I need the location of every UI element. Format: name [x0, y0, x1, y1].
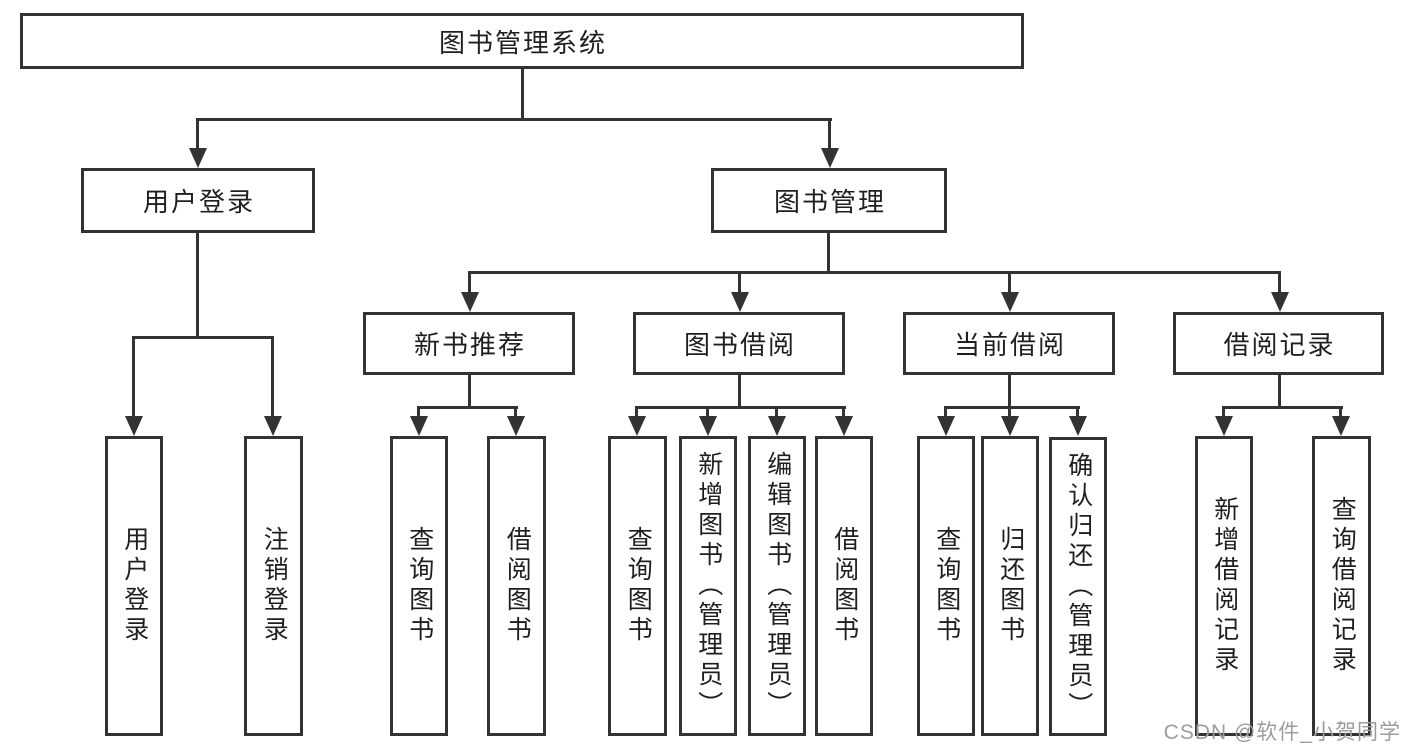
- arrow-down-icon: [1271, 292, 1289, 312]
- arrow-down-icon: [507, 416, 525, 436]
- connector-line: [197, 118, 832, 121]
- node-book-management-system: 图书管理系统: [20, 13, 1024, 69]
- connector-line: [828, 118, 831, 148]
- arrow-down-icon: [461, 292, 479, 312]
- connector-line: [775, 406, 778, 416]
- connector-line: [827, 233, 830, 271]
- node-label: 查询借阅记录: [1328, 496, 1357, 676]
- node-label: 借阅图书: [830, 526, 859, 646]
- arrow-down-icon: [628, 416, 646, 436]
- leaf-records-add-record: 新增借阅记录: [1195, 436, 1253, 736]
- arrow-down-icon: [821, 148, 839, 168]
- arrow-down-icon: [410, 416, 428, 436]
- node-label: 借阅记录: [1223, 330, 1336, 360]
- connector-line: [1222, 406, 1225, 416]
- leaf-borrow-add-books-admin: 新增图书（管理员）: [679, 436, 737, 736]
- node-label: 新增借阅记录: [1210, 496, 1239, 676]
- arrow-down-icon: [125, 416, 143, 436]
- arrow-down-icon: [1001, 416, 1019, 436]
- node-label: 查询图书: [405, 526, 434, 646]
- connector-line: [468, 375, 471, 406]
- connector-line: [706, 406, 709, 416]
- node-label: 新书推荐: [413, 330, 526, 360]
- connector-line: [738, 375, 741, 406]
- node-user-login: 用户登录: [81, 168, 315, 233]
- arrow-down-icon: [1215, 416, 1233, 436]
- connector-line: [196, 233, 199, 336]
- leaf-records-query-record: 查询借阅记录: [1312, 436, 1371, 736]
- arrow-down-icon: [731, 292, 749, 312]
- connector-line: [635, 406, 846, 409]
- leaf-borrow-borrow-books: 借阅图书: [815, 436, 873, 736]
- connector-line: [468, 271, 471, 292]
- leaf-borrow-query-books: 查询图书: [608, 436, 667, 736]
- node-label: 查询图书: [624, 526, 653, 646]
- connector-line: [468, 271, 1281, 274]
- connector-line: [1278, 271, 1281, 292]
- leaf-logout: 注销登录: [244, 436, 303, 736]
- watermark: CSDN @软件_小贺同学: [1163, 721, 1401, 744]
- leaf-recommend-query-books: 查询图书: [390, 436, 448, 736]
- node-label: 注销登录: [260, 526, 289, 646]
- arrow-down-icon: [189, 148, 207, 168]
- connector-line: [944, 406, 947, 416]
- connector-line: [417, 406, 518, 409]
- node-label: 新增图书（管理员）: [694, 451, 723, 721]
- leaf-current-confirm-return-admin: 确认归还（管理员）: [1049, 437, 1107, 736]
- arrow-down-icon: [835, 416, 853, 436]
- node-label: 用户登录: [142, 187, 255, 217]
- node-label: 图书管理: [773, 187, 886, 217]
- connector-line: [1008, 271, 1011, 292]
- connector-line: [842, 406, 845, 416]
- leaf-borrow-edit-books-admin: 编辑图书（管理员）: [748, 436, 806, 736]
- arrow-down-icon: [264, 416, 282, 436]
- connector-line: [417, 406, 420, 416]
- node-label: 查询图书: [932, 526, 961, 646]
- arrow-down-icon: [768, 416, 786, 436]
- node-borrow-records: 借阅记录: [1173, 312, 1384, 375]
- arrow-down-icon: [937, 416, 955, 436]
- leaf-user-login: 用户登录: [105, 436, 163, 736]
- node-label: 确认归还（管理员）: [1064, 451, 1093, 722]
- arrow-down-icon: [699, 416, 717, 436]
- connector-line: [1008, 375, 1011, 406]
- node-label: 当前借阅: [953, 330, 1066, 360]
- connector-line: [1076, 406, 1079, 416]
- connector-line: [944, 406, 1080, 409]
- connector-line: [1008, 406, 1011, 416]
- node-new-book-recommend: 新书推荐: [363, 312, 575, 375]
- node-label: 用户登录: [120, 526, 149, 646]
- connector-line: [514, 406, 517, 416]
- connector-line: [635, 406, 638, 416]
- connector-line: [271, 336, 274, 416]
- node-label: 借阅图书: [503, 526, 532, 646]
- arrow-down-icon: [1332, 416, 1350, 436]
- node-book-borrow: 图书借阅: [633, 312, 845, 375]
- node-book-management: 图书管理: [711, 168, 947, 233]
- node-label: 图书借阅: [683, 330, 796, 360]
- connector-line: [738, 271, 741, 292]
- connector-line: [132, 336, 135, 416]
- connector-line: [132, 336, 274, 339]
- node-label: 编辑图书（管理员）: [763, 451, 792, 721]
- node-current-borrow: 当前借阅: [903, 312, 1115, 375]
- connector-line: [1339, 406, 1342, 416]
- arrow-down-icon: [1001, 292, 1019, 312]
- leaf-recommend-borrow-books: 借阅图书: [487, 436, 546, 736]
- connector-line: [1278, 375, 1281, 406]
- connector-line: [1222, 406, 1343, 409]
- connector-line: [521, 68, 524, 118]
- leaf-current-return-books: 归还图书: [981, 436, 1039, 736]
- node-label: 归还图书: [996, 526, 1025, 646]
- leaf-current-query-books: 查询图书: [917, 436, 975, 736]
- connector-line: [196, 118, 199, 148]
- node-label: 图书管理系统: [438, 27, 607, 58]
- arrow-down-icon: [1069, 416, 1087, 436]
